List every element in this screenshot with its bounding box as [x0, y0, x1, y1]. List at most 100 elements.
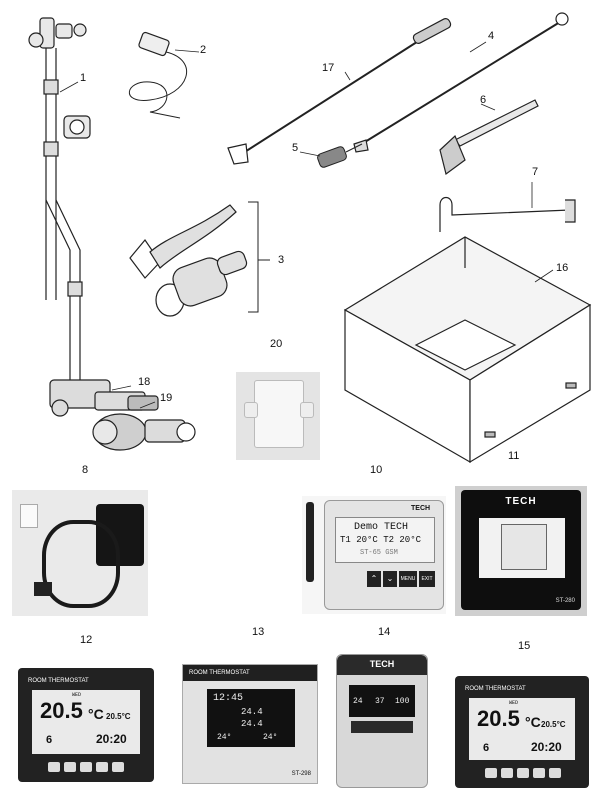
power-adapter-8-photo — [12, 490, 148, 616]
callout-10: 10 — [370, 464, 383, 476]
t13-model: ST-298 — [291, 771, 311, 777]
t15-screen: WED 20.5 °C 20.5°C 6 20:20 — [469, 698, 575, 760]
gsm-housing: TECH Demo TECH T1 20°C T2 20°C ST-65 GSM… — [324, 500, 444, 610]
plug-black — [34, 582, 52, 596]
callout-15: 15 — [518, 640, 531, 652]
callout-3: 3 — [278, 254, 285, 266]
cleaning-brush-5 — [317, 143, 363, 168]
adapter-cable — [42, 520, 120, 608]
t12-header: ROOM THERMOSTAT — [28, 678, 89, 684]
t15-prog: 6 — [483, 742, 490, 754]
callout-7: 7 — [532, 166, 539, 178]
c14-screen: 24 37 100 — [349, 685, 415, 717]
c14-brand: TECH — [369, 659, 395, 669]
callout-8: 8 — [82, 464, 89, 476]
burner-parts-3 — [129, 204, 248, 317]
t15-btn-2[interactable] — [501, 768, 513, 778]
gsm-menu-button[interactable]: MENU — [399, 571, 417, 587]
panel-frame: TECH ST-280 — [461, 490, 581, 610]
t12-clock: 20:20 — [96, 732, 127, 746]
callout-14: 14 — [378, 626, 391, 638]
callout-20: 20 — [270, 338, 283, 350]
t13-v4: 24° — [263, 733, 278, 742]
t15-clock: 20:20 — [531, 740, 562, 754]
t13-v2: 24.4 — [241, 719, 263, 729]
gsm-up-button[interactable]: ⌃ — [367, 571, 381, 587]
scraper-6 — [439, 99, 539, 176]
plug-white — [20, 504, 38, 528]
gsm-line1: Demo TECH — [354, 522, 409, 533]
t12-button-row[interactable] — [48, 762, 124, 772]
leader-lines — [59, 41, 554, 409]
c14-v2: 37 — [375, 697, 385, 706]
t12-btn-1[interactable] — [48, 762, 60, 772]
casing-box-16 — [343, 236, 592, 464]
pump-group-18-19 — [49, 379, 196, 451]
t13-v3: 24° — [217, 733, 232, 742]
cleaning-rod-17 — [227, 18, 452, 165]
t15-btn-1[interactable] — [485, 768, 497, 778]
t15-day: WED — [509, 700, 519, 706]
module-20-body — [254, 380, 304, 448]
t12-btn-5[interactable] — [112, 762, 124, 772]
panel-screen — [479, 518, 565, 578]
c14-v1: 24 — [353, 697, 363, 706]
t15-big-temp: 20.5 — [477, 706, 520, 731]
callout-4: 4 — [488, 30, 495, 42]
room-thermostat-12: ROOM THERMOSTAT WED 20.5 °C 20.5°C 6 20:… — [18, 668, 154, 782]
c14-buttons[interactable] — [351, 721, 413, 733]
controller-14: TECH 24 37 100 — [336, 654, 428, 788]
t12-btn-2[interactable] — [64, 762, 76, 772]
gsm-brand: TECH — [411, 505, 431, 512]
t12-day: WED — [72, 692, 82, 698]
poker-rod-4 — [353, 12, 569, 153]
t15-btn-5[interactable] — [549, 768, 561, 778]
t13-v1: 24.4 — [241, 707, 263, 717]
module-20-ear-right — [300, 402, 314, 418]
t15-button-row[interactable] — [485, 768, 561, 778]
t12-small-temp: 20.5°C — [106, 712, 131, 721]
callout-5: 5 — [292, 142, 299, 154]
module-20-photo — [236, 372, 320, 460]
t15-btn-4[interactable] — [533, 768, 545, 778]
t12-btn-4[interactable] — [96, 762, 108, 772]
callout-13: 13 — [252, 626, 265, 638]
t12-prog: 6 — [46, 734, 53, 746]
t15-unit: °C — [525, 714, 541, 730]
t12-unit: °C — [88, 706, 104, 722]
t15-btn-3[interactable] — [517, 768, 529, 778]
c14-topbar — [337, 655, 427, 675]
hook-7 — [439, 196, 576, 232]
callout-12: 12 — [80, 634, 93, 646]
touch-panel-11: TECH ST-280 — [455, 486, 587, 616]
callout-1: 1 — [80, 72, 87, 84]
room-thermostat-15: ROOM THERMOSTAT WED 20.5 °C 20.5°C 6 20:… — [455, 676, 589, 788]
module-20-ear-left — [244, 402, 258, 418]
panel-model: ST-280 — [555, 598, 575, 604]
t13-clock: 12:45 — [213, 693, 244, 704]
callout-6: 6 — [480, 94, 487, 106]
panel-brand: TECH — [505, 496, 537, 507]
room-thermostat-13: ROOM THERMOSTAT 12:45 24.4 24.4 24° 24° … — [182, 664, 318, 784]
callout-18: 18 — [138, 376, 151, 388]
t12-screen: WED 20.5 °C 20.5°C 6 20:20 — [32, 690, 140, 754]
temperature-sensor-2 — [128, 31, 187, 119]
gsm-down-button[interactable]: ⌄ — [383, 571, 397, 587]
t15-header: ROOM THERMOSTAT — [465, 686, 526, 692]
callout-19: 19 — [160, 392, 173, 404]
t12-btn-3[interactable] — [80, 762, 92, 772]
t12-big-temp: 20.5 — [40, 698, 83, 723]
t15-small-temp: 20.5°C — [541, 720, 566, 729]
gsm-module-10: TECH Demo TECH T1 20°C T2 20°C ST-65 GSM… — [302, 496, 446, 614]
t13-header: ROOM THERMOSTAT — [189, 670, 250, 676]
c14-v3: 100 — [395, 697, 410, 706]
house-graphic — [501, 524, 547, 570]
antenna — [306, 502, 314, 582]
gsm-line2: T1 20°C T2 20°C — [340, 535, 422, 545]
gsm-exit-button[interactable]: EXIT — [419, 571, 435, 587]
callout-2: 2 — [200, 44, 207, 56]
t13-topbar — [183, 665, 317, 681]
callout-11: 11 — [508, 450, 520, 462]
gsm-display: Demo TECH T1 20°C T2 20°C ST-65 GSM — [335, 517, 435, 563]
